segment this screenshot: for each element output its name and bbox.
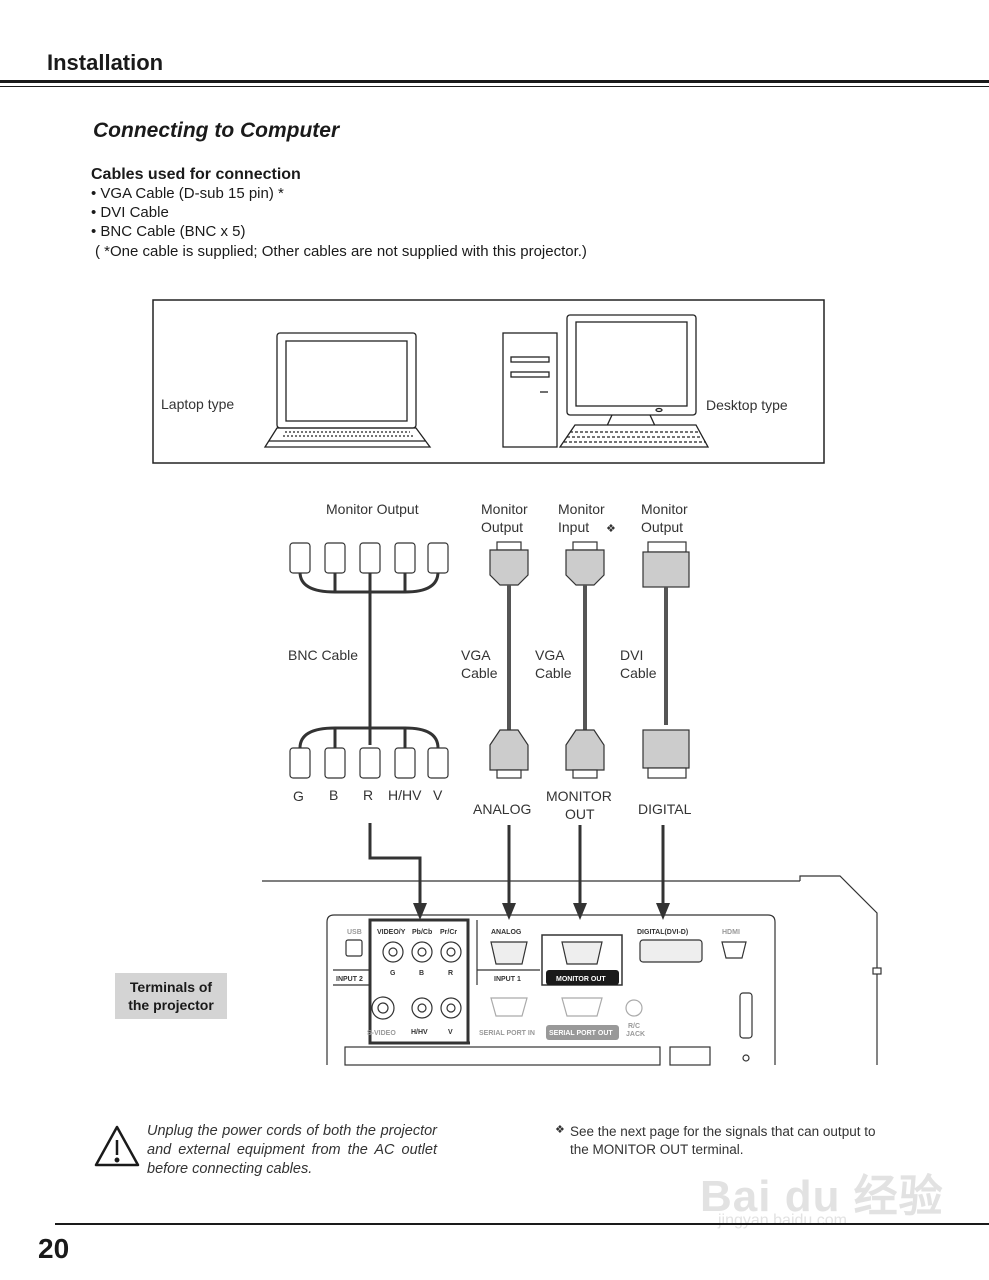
dvi-cable-label-2: Cable bbox=[620, 665, 657, 681]
cable-item-bnc: • BNC Cable (BNC x 5) bbox=[91, 223, 246, 240]
note: ❖ See the next page for the signals that… bbox=[555, 1123, 897, 1159]
terminals-label-line2: the projector bbox=[128, 997, 214, 1013]
port-hhv: H/HV bbox=[411, 1029, 428, 1036]
bnc-end-hhv: H/HV bbox=[388, 787, 422, 803]
vga1-cable-label-1: VGA bbox=[461, 647, 491, 663]
desktop-icon bbox=[502, 314, 710, 448]
terminals-label-line1: Terminals of bbox=[129, 979, 213, 995]
digital-label: DIGITAL bbox=[638, 801, 692, 817]
port-g: G bbox=[390, 970, 396, 977]
port-input2: INPUT 2 bbox=[336, 976, 363, 983]
vga2-cable-label-1: VGA bbox=[535, 647, 565, 663]
section-title: Installation bbox=[47, 50, 164, 75]
port-usb: USB bbox=[347, 929, 362, 936]
projector-panel bbox=[262, 875, 882, 1066]
monitor-out-label-1: MONITOR bbox=[546, 788, 612, 804]
port-serial-out: SERIAL PORT OUT bbox=[549, 1030, 613, 1037]
analog-label: ANALOG bbox=[473, 801, 531, 817]
cables-heading: Cables used for connection bbox=[91, 166, 301, 183]
port-svideo: S-VIDEO bbox=[367, 1030, 396, 1037]
footer-rule bbox=[55, 1223, 989, 1225]
port-b: B bbox=[419, 970, 424, 977]
page-heading: Connecting to Computer bbox=[93, 119, 340, 142]
serial-out-badge bbox=[546, 1025, 619, 1040]
port-pb-cb: Pb/Cb bbox=[412, 929, 432, 936]
bnc-cable-label: BNC Cable bbox=[288, 647, 358, 663]
dvi-top-label-1: Monitor bbox=[641, 501, 688, 517]
arrow-heads bbox=[413, 903, 670, 920]
bnc-end-b: B bbox=[329, 787, 338, 803]
desktop-label: Desktop type bbox=[706, 397, 788, 413]
port-hdmi: HDMI bbox=[722, 929, 740, 936]
cable-item-vga: • VGA Cable (D-sub 15 pin) * bbox=[91, 185, 284, 202]
port-rc-2: JACK bbox=[626, 1031, 645, 1038]
laptop-label: Laptop type bbox=[161, 396, 234, 412]
note-text: See the next page for the signals that c… bbox=[570, 1124, 876, 1157]
page-number: 20 bbox=[38, 1233, 70, 1264]
dvi-top-label-2: Output bbox=[641, 519, 683, 535]
port-serial-in: SERIAL PORT IN bbox=[479, 1030, 535, 1037]
vga2-cable-label-2: Cable bbox=[535, 665, 572, 681]
vga-cable-2 bbox=[565, 541, 605, 779]
vga2-top-label-1: Monitor bbox=[558, 501, 605, 517]
dvi-cable bbox=[642, 541, 690, 779]
vga1-top-label-1: Monitor bbox=[481, 501, 528, 517]
vga1-top-label-2: Output bbox=[481, 519, 523, 535]
bnc-end-r: R bbox=[363, 787, 373, 803]
bnc-cable bbox=[289, 542, 449, 779]
bnc-end-v: V bbox=[433, 787, 443, 803]
header-rule-thin bbox=[0, 86, 989, 87]
note-mark: ❖ bbox=[555, 1124, 565, 1136]
port-pr-cr: Pr/Cr bbox=[440, 929, 457, 936]
cable-item-dvi: • DVI Cable bbox=[91, 204, 169, 221]
watermark-logo: Bai du 经验 bbox=[700, 1172, 944, 1221]
laptop-icon bbox=[263, 332, 432, 448]
port-rc-1: R/C bbox=[628, 1023, 640, 1030]
vga2-mark: ❖ bbox=[606, 523, 616, 535]
port-r: R bbox=[448, 970, 453, 977]
vga-cable-1 bbox=[489, 541, 529, 779]
vga1-cable-label-2: Cable bbox=[461, 665, 498, 681]
header-rule bbox=[0, 80, 989, 83]
port-input1: INPUT 1 bbox=[494, 976, 521, 983]
bnc-end-g: G bbox=[293, 788, 304, 804]
cables-note: ( *One cable is supplied; Other cables a… bbox=[95, 243, 587, 260]
monitor-out-label-2: OUT bbox=[565, 806, 595, 822]
computer-box bbox=[152, 299, 825, 464]
watermark-url: jingyan.baidu.com bbox=[718, 1212, 847, 1229]
monitor-out-badge bbox=[546, 970, 619, 985]
port-v: V bbox=[448, 1029, 453, 1036]
port-analog: ANALOG bbox=[491, 929, 522, 936]
dvi-cable-label-1: DVI bbox=[620, 647, 643, 663]
port-monitor-out: MONITOR OUT bbox=[556, 976, 606, 983]
warning-icon bbox=[94, 1125, 140, 1167]
port-video-y: VIDEO/Y bbox=[377, 929, 406, 936]
port-digital: DIGITAL(DVI-D) bbox=[637, 929, 688, 936]
arrows bbox=[368, 823, 665, 905]
warning-text: Unplug the power cords of both the proje… bbox=[147, 1123, 437, 1177]
bnc-top-label: Monitor Output bbox=[326, 501, 419, 517]
vga2-top-label-2: Input bbox=[558, 519, 589, 535]
terminals-label: Terminals of the projector bbox=[115, 973, 227, 1019]
